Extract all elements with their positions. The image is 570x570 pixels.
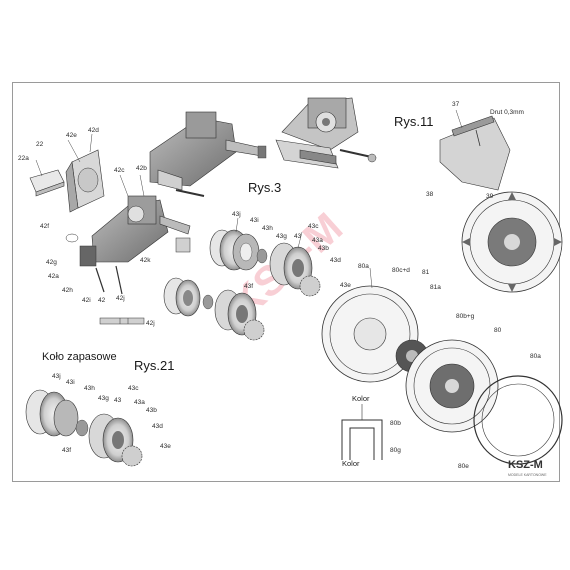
label-22: 22 (36, 141, 44, 148)
label-42f: 42f (40, 223, 49, 230)
spare-label-43e: 43e (160, 443, 171, 450)
axle-detail-42j (99, 317, 145, 325)
wheel-stack-rys3-lower (163, 277, 265, 341)
label-42k: 42k (140, 257, 151, 264)
label-42c: 42c (114, 167, 125, 174)
part-labels: 22 22a 42e 42d 42f 42c 42b 42g 42a 42h 4… (18, 101, 541, 470)
wheel-stack-rys3-upper (209, 229, 321, 297)
label-42h: 42h (62, 287, 73, 294)
logo-tagline: MODELE KARTONOWE (508, 473, 547, 477)
spare-label-43j: 43j (52, 373, 61, 380)
label-43e: 43e (340, 282, 351, 289)
label-37: 37 (452, 101, 460, 108)
spare-label-43g: 43g (98, 395, 109, 402)
spare-label-43i: 43i (66, 379, 75, 386)
wire-note: Drut 0,3mm (490, 109, 524, 116)
part-42e (65, 149, 105, 213)
color-label-bottom: Kolor (342, 459, 360, 468)
label-81a: 81a (430, 284, 441, 291)
logo: KSZ-M MODELE KARTONOWE (508, 459, 547, 477)
label-43: 43 (294, 233, 302, 240)
spare-label-43h: 43h (84, 385, 95, 392)
label-42i: 42i (82, 297, 91, 304)
leader-lines (35, 109, 463, 289)
title-rys11: Rys.11 (394, 114, 434, 129)
label-42b: 42b (136, 165, 147, 172)
color-label-top: Kolor (352, 394, 370, 403)
label-43h: 43h (262, 225, 273, 232)
label-42j: 42j (116, 295, 125, 302)
label-42: 42 (98, 297, 106, 304)
sprocket-wheel-lower-middle (405, 339, 499, 433)
label-43j: 43j (232, 211, 241, 218)
label-38: 38 (426, 191, 434, 198)
label-81: 81 (422, 269, 430, 276)
label-43c: 43c (308, 223, 319, 230)
label-43f: 43f (244, 283, 253, 290)
spare-wheel-assembly (25, 389, 143, 467)
label-42a: 42a (48, 273, 59, 280)
label-80b: 80b (390, 420, 401, 427)
spare-label-43f: 43f (62, 447, 71, 454)
label-43g: 43g (276, 233, 287, 240)
part-38-plate (439, 115, 511, 191)
title-rys21: Rys.21 (134, 358, 174, 373)
label-80a: 80a (358, 263, 369, 270)
label-43d: 43d (330, 257, 341, 264)
logo-text: KSZ-M (508, 459, 543, 471)
part-22 (29, 169, 65, 197)
sprocket-wheel-top-right (461, 191, 563, 293)
title-spare-wheel: Koło zapasowe (42, 351, 117, 363)
label-42g: 42g (46, 259, 57, 266)
spare-label-43: 43 (114, 397, 122, 404)
label-42d: 42d (88, 127, 99, 134)
label-80a-right: 80a (530, 353, 541, 360)
label-43b: 43b (318, 245, 329, 252)
label-22a: 22a (18, 155, 29, 162)
sprocket-ring-lower-right (473, 375, 563, 465)
sprocket-wheel-center (321, 285, 419, 383)
spare-label-43d: 43d (152, 423, 163, 430)
label-80b-g: 80b+g (456, 313, 475, 320)
label-42j-axle: 42j (146, 320, 155, 327)
label-80e: 80e (458, 463, 469, 470)
label-80c-d: 80c+d (392, 267, 410, 274)
bogie-assembly-top-left (149, 111, 267, 197)
label-39: 39 (486, 193, 494, 200)
label-42e: 42e (66, 132, 77, 139)
spare-label-43c: 43c (128, 385, 139, 392)
bogie-assembly-main (65, 195, 191, 295)
color-diagram (341, 404, 383, 460)
label-43a: 43a (312, 237, 323, 244)
title-rys3: Rys.3 (248, 180, 281, 195)
label-43i: 43i (250, 217, 259, 224)
label-80g: 80g (390, 447, 401, 454)
label-80: 80 (494, 327, 502, 334)
spare-label-43a: 43a (134, 399, 145, 406)
spare-label-43b: 43b (146, 407, 157, 414)
bogie-assembly-top-center (275, 97, 377, 169)
